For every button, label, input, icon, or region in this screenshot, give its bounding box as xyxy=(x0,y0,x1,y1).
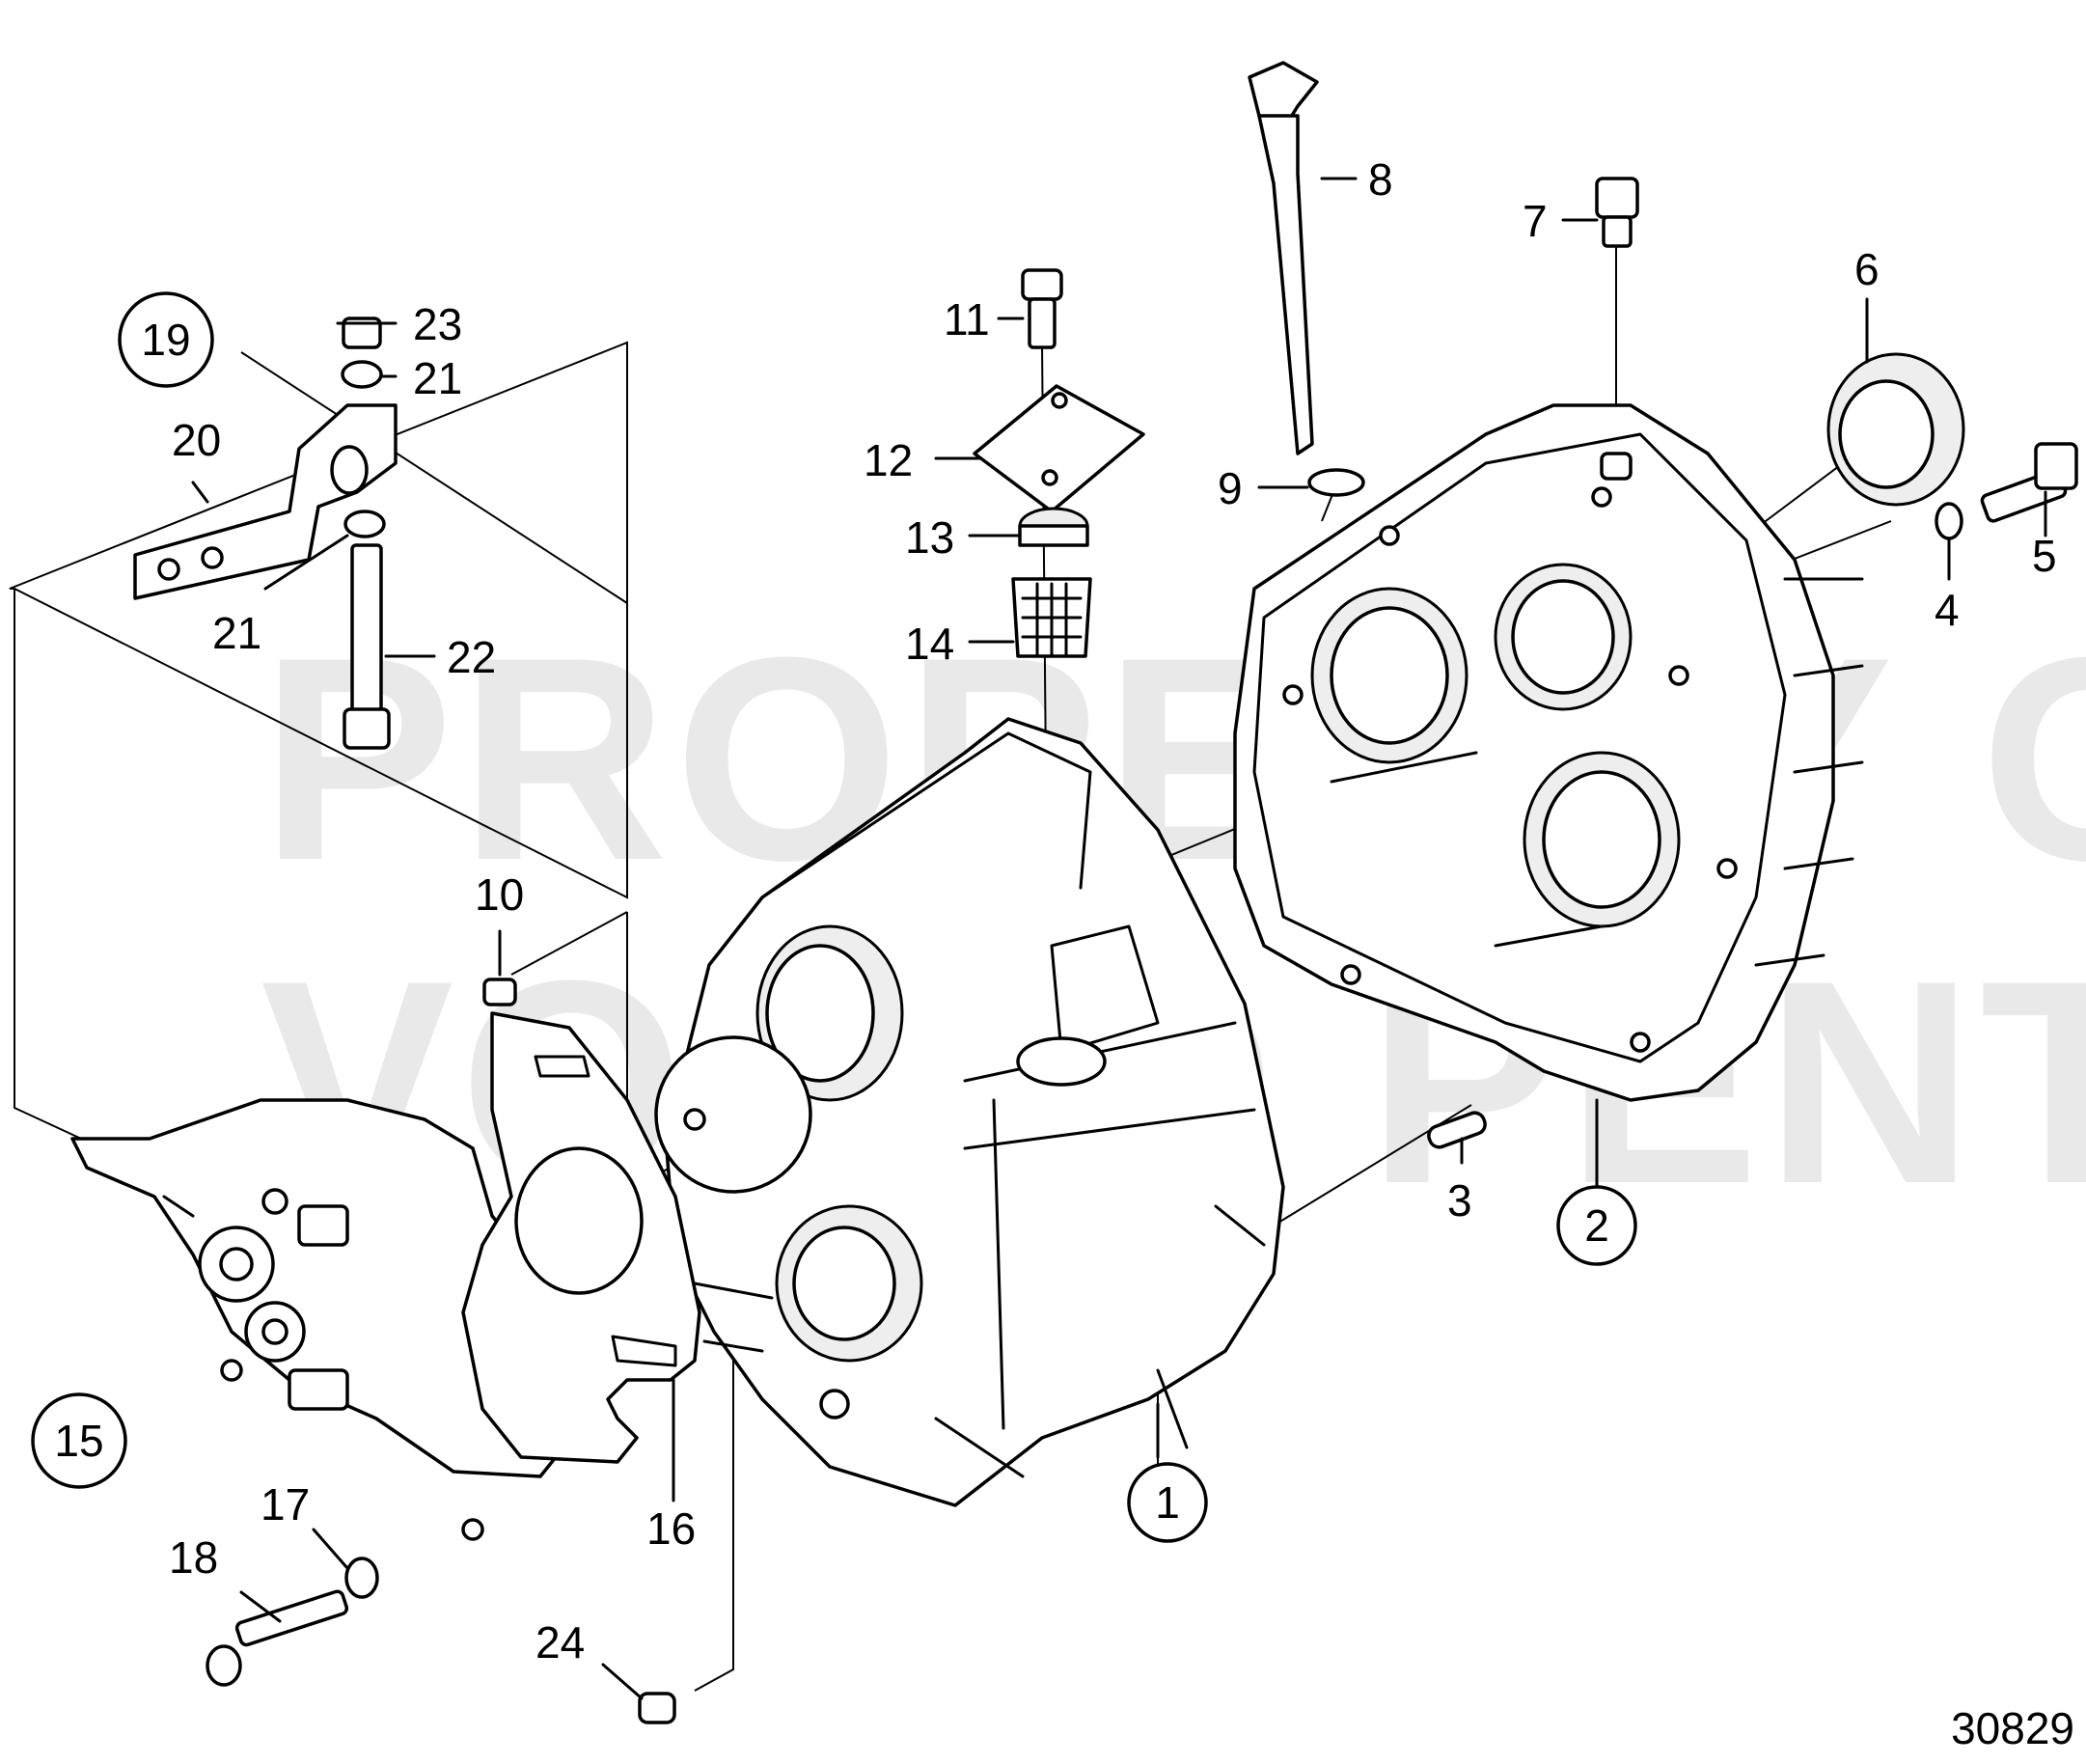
group-label-circles xyxy=(31,291,1637,1543)
part-label-10: 10 xyxy=(475,869,524,920)
part-17-washer xyxy=(344,1557,379,1599)
part-13-gasket xyxy=(1018,507,1089,547)
part-18-bolt xyxy=(206,1589,349,1687)
part-label-14: 14 xyxy=(905,619,954,669)
part-15-pump-assembly xyxy=(70,1098,581,1541)
part-label-21-bottom: 21 xyxy=(212,608,261,658)
part-9-oring xyxy=(1307,468,1365,497)
part-label-9: 9 xyxy=(1218,463,1243,513)
part-label-13: 13 xyxy=(905,512,954,563)
part-label-22: 22 xyxy=(447,632,496,682)
part-10-plug xyxy=(482,978,517,1006)
labels: 19 15 1 2 23 21 20 21 22 10 16 17 18 24 … xyxy=(54,154,2074,1753)
part-4-washer xyxy=(1935,502,1963,540)
leader-lines xyxy=(191,177,2047,1700)
front-housing xyxy=(664,717,1285,1507)
drawing-number: 30829 xyxy=(1951,1703,2074,1753)
part-label-3: 3 xyxy=(1447,1175,1472,1226)
part-12-cover-plate xyxy=(973,384,1145,513)
part-label-20: 20 xyxy=(172,415,221,465)
part-7-plug xyxy=(1595,177,1639,248)
group-label-2: 2 xyxy=(1584,1200,1609,1251)
part-label-21-top: 21 xyxy=(413,353,462,403)
part-label-11: 11 xyxy=(944,294,990,345)
part-label-23: 23 xyxy=(413,299,462,349)
part-16-gasket-plate xyxy=(461,1011,812,1464)
part-label-16: 16 xyxy=(646,1503,696,1554)
part-14-strainer xyxy=(1011,577,1092,658)
part-11-bolt xyxy=(1021,268,1063,349)
group-label-19: 19 xyxy=(141,315,190,365)
rear-housing xyxy=(1233,403,1864,1102)
group-label-15: 15 xyxy=(54,1416,103,1466)
part-label-4: 4 xyxy=(1935,585,1960,635)
group-label-1: 1 xyxy=(1155,1477,1180,1528)
part-label-18: 18 xyxy=(169,1532,218,1583)
part-21-washer-bottom xyxy=(343,510,386,538)
part-21-washer-top xyxy=(341,360,383,389)
part-6-seal xyxy=(1826,352,1965,507)
part-label-12: 12 xyxy=(864,435,913,485)
part-5-bolt xyxy=(1980,442,2078,523)
part-22-bolt xyxy=(343,543,391,750)
part-20-bracket xyxy=(133,403,398,600)
part-label-7: 7 xyxy=(1523,196,1548,246)
part-label-6: 6 xyxy=(1854,244,1880,294)
part-label-8: 8 xyxy=(1368,154,1393,205)
part-24-plug xyxy=(638,1692,676,1724)
part-label-24: 24 xyxy=(535,1617,585,1668)
part-label-17: 17 xyxy=(261,1479,310,1530)
part-label-5: 5 xyxy=(2032,531,2057,581)
part-23-nut xyxy=(342,317,382,349)
part-8-dipstick xyxy=(1248,61,1319,455)
